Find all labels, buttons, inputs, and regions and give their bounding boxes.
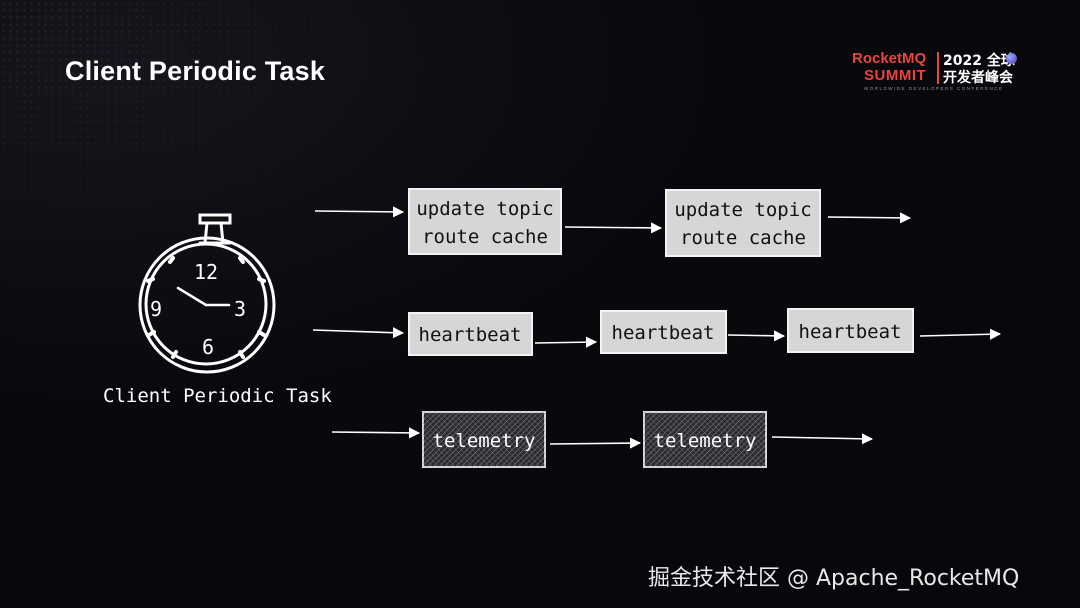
- route-row: [314, 206, 912, 234]
- clock-number-12: 12: [194, 260, 218, 284]
- telemetry-row: [331, 427, 874, 449]
- logo-tagline: WORLDWIDE DEVELOPERS CONFERENCE: [864, 86, 1004, 91]
- logo-cn-title: 开发者峰会: [943, 70, 1013, 86]
- stopwatch-icon: [138, 213, 276, 374]
- logo-brand: RocketMQ: [852, 50, 927, 67]
- heartbeat-box-1: heartbeat: [408, 312, 533, 356]
- heartbeat-box-2: heartbeat: [600, 310, 727, 354]
- route-box-2: update topic route cache: [665, 189, 821, 257]
- telemetry-box-2: telemetry: [643, 411, 767, 468]
- telemetry-box-1-label: telemetry: [433, 430, 536, 452]
- heartbeat-box-3: heartbeat: [787, 308, 914, 353]
- telemetry-box-1: telemetry: [422, 411, 546, 468]
- watermark: 掘金技术社区 @ Apache_RocketMQ: [648, 566, 1020, 591]
- heartbeat-box-1-label: heartbeat: [419, 324, 522, 346]
- logo-year: 2022 全球: [943, 53, 1015, 69]
- logo-separator: [937, 52, 939, 84]
- telemetry-box-2-label: telemetry: [654, 430, 757, 452]
- planet-icon: [1006, 53, 1017, 64]
- clock-number-3: 3: [234, 297, 246, 321]
- logo-event: SUMMIT: [864, 67, 927, 84]
- heartbeat-row: [312, 327, 1002, 348]
- slide-title: Client Periodic Task: [65, 56, 326, 86]
- heartbeat-box-3-label: heartbeat: [799, 321, 902, 343]
- rocketmq-summit-logo: RocketMQ SUMMIT 2022 全球 开发者峰会 WORLDWIDE …: [850, 50, 1030, 96]
- route-box-2-line2: route cache: [680, 227, 806, 249]
- clock-number-9: 9: [150, 297, 162, 321]
- clock-number-6: 6: [202, 335, 214, 359]
- route-box-2-line1: update topic: [674, 199, 811, 221]
- route-box-1-line1: update topic: [416, 198, 553, 220]
- route-box-1-line2: route cache: [422, 226, 548, 248]
- heartbeat-box-2-label: heartbeat: [612, 322, 715, 344]
- route-box-1: update topic route cache: [408, 188, 562, 255]
- dot-pattern-background: [0, 0, 420, 260]
- clock-label: Client Periodic Task: [103, 385, 332, 407]
